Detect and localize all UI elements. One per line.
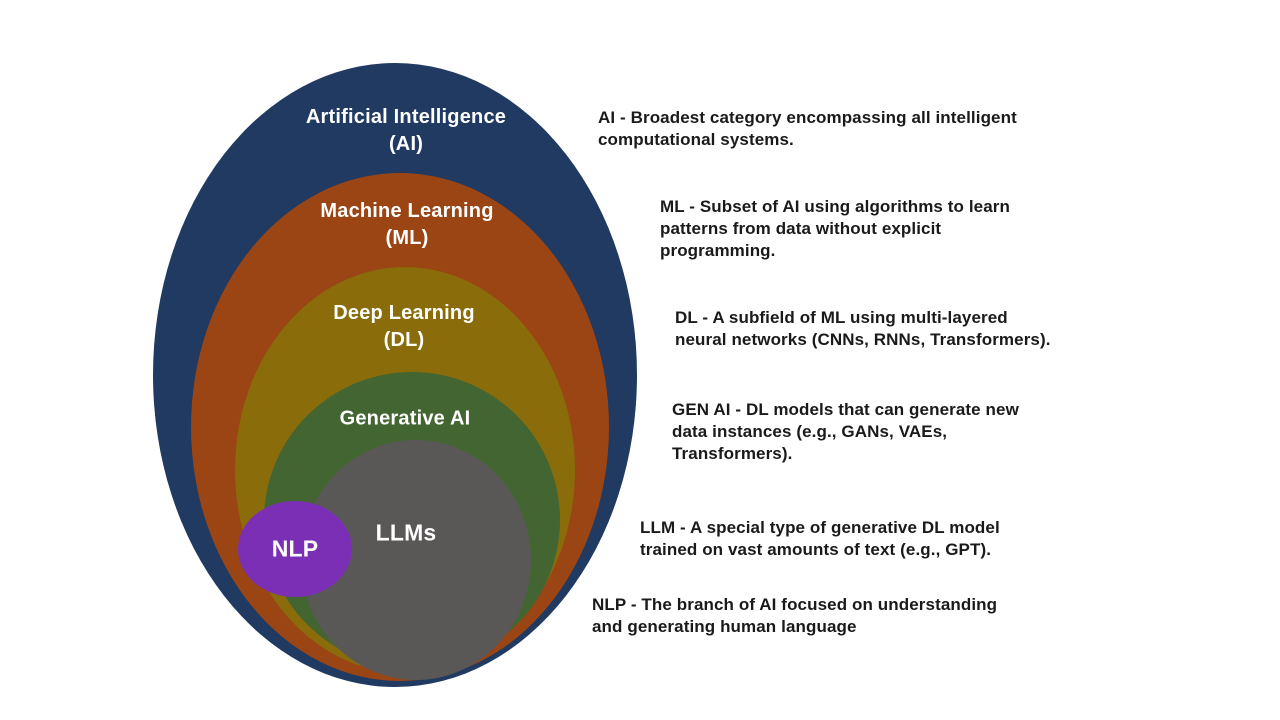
label-generative-ai-line1: Generative AI	[339, 407, 471, 430]
description-ml: ML - Subset of AI using algorithms to le…	[660, 197, 1010, 260]
description-dl: DL - A subfield of ML using multi-layere…	[675, 308, 1051, 349]
label-deep-learning-abbr: (DL)	[383, 329, 425, 351]
label-deep-learning: Deep Learning (DL)	[333, 300, 475, 354]
label-nlp-line1: NLP	[271, 535, 319, 562]
label-llms: LLMs	[376, 517, 437, 548]
description-ai: AI - Broadest category encompassing all …	[598, 108, 1017, 149]
label-llms-line1: LLMs	[375, 519, 437, 546]
label-nlp: NLP	[272, 533, 319, 564]
description-gen-ai: GEN AI - DL models that can generate new…	[672, 400, 1019, 463]
label-machine-learning-abbr: (ML)	[385, 227, 429, 249]
label-artificial-intelligence: Artificial Intelligence (AI)	[306, 104, 506, 158]
ellipse-llms	[301, 440, 531, 680]
description-nlp: NLP - The branch of AI focused on unders…	[592, 595, 998, 636]
label-deep-learning-line1: Deep Learning	[333, 302, 475, 324]
ellipse-nlp	[238, 501, 352, 597]
label-artificial-intelligence-line1: Artificial Intelligence	[305, 106, 507, 128]
label-artificial-intelligence-abbr: (AI)	[388, 133, 424, 155]
label-machine-learning-line1: Machine Learning	[320, 200, 494, 222]
description-llm: LLM - A special type of generative DL mo…	[640, 518, 1000, 559]
label-machine-learning: Machine Learning (ML)	[320, 198, 493, 252]
label-generative-ai: Generative AI	[340, 406, 471, 433]
